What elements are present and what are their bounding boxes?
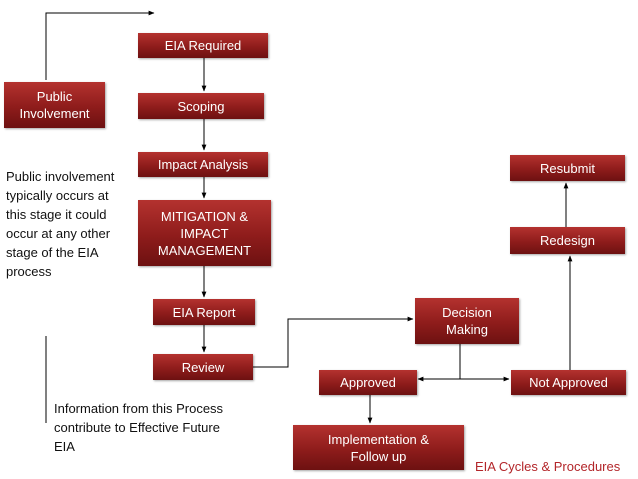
review-box: Review (153, 354, 253, 380)
decision-making-box: Decision Making (415, 298, 519, 344)
public-involvement-note: Public involvement typically occurs at t… (6, 169, 115, 279)
public-involvement-box: Public Involvement (4, 82, 105, 128)
eia-required-box: EIA Required (138, 33, 268, 58)
implementation-follow-up-box: Implementation & Follow up (293, 425, 464, 470)
resubmit-box: Resubmit (510, 155, 625, 181)
information-note: Information from this Process contribute… (54, 401, 224, 454)
diagram-caption: EIA Cycles & Procedures (475, 459, 621, 474)
scoping-box: Scoping (138, 93, 264, 119)
impact-analysis-box: Impact Analysis (138, 152, 268, 177)
arrow-public-to-required (45, 10, 155, 80)
mitigation-impact-management-box: MITIGATION & IMPACT MANAGEMENT (138, 200, 271, 266)
arrow-review-to-decision (253, 316, 414, 368)
approved-box: Approved (319, 370, 417, 395)
eia-report-box: EIA Report (153, 299, 255, 325)
not-approved-box: Not Approved (511, 370, 626, 395)
redesign-box: Redesign (510, 227, 625, 254)
